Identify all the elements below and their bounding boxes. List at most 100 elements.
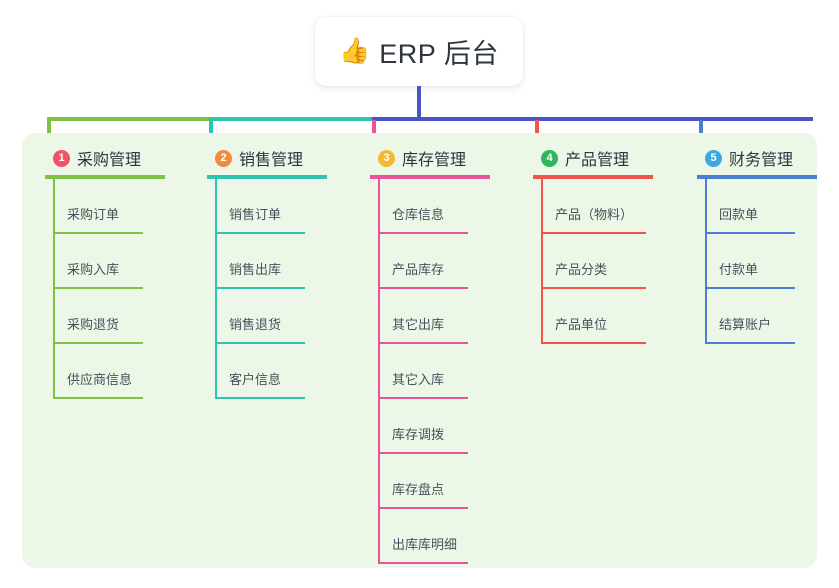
connector-segment-1 (47, 117, 209, 121)
connector-segment-3 (372, 117, 813, 121)
branch-item-label: 采购入库 (67, 262, 120, 277)
branch-items-5: 回款单付款单结算账户 (697, 179, 817, 344)
branch-items-3: 仓库信息产品库存其它出库其它入库库存调拨库存盘点出库库明细 (370, 179, 490, 564)
branch-item-underline (53, 397, 143, 399)
branch-item-underline (53, 232, 143, 234)
branch-header-underline (45, 175, 165, 179)
branch-item-underline (541, 287, 646, 289)
branch-item-label: 产品（物料） (555, 207, 634, 222)
root-node[interactable]: 👍 ERP 后台 (315, 17, 523, 86)
branch-item-underline (53, 342, 143, 344)
branch-item-label: 供应商信息 (67, 372, 133, 387)
branch-item-underline (378, 507, 468, 509)
branch-item-underline (53, 287, 143, 289)
branch-item[interactable]: 客户信息 (207, 344, 327, 399)
branch-item-label: 仓库信息 (392, 207, 445, 222)
branch-item[interactable]: 采购订单 (45, 179, 165, 234)
branch-item-label: 库存盘点 (392, 482, 445, 497)
branch-item[interactable]: 其它出库 (370, 289, 490, 344)
branch-title: 销售管理 (239, 152, 304, 169)
branch-item[interactable]: 采购入库 (45, 234, 165, 289)
branch-number-badge: 3 (378, 149, 395, 167)
branch-item-underline (215, 342, 305, 344)
branch-item-label: 采购退货 (67, 317, 120, 332)
branch-item[interactable]: 结算账户 (697, 289, 817, 344)
branch-item-label: 采购订单 (67, 207, 120, 222)
branch-item[interactable]: 付款单 (697, 234, 817, 289)
branch-item[interactable]: 库存调拨 (370, 399, 490, 454)
branch-items-4: 产品（物料） 产品分类产品单位 (533, 179, 653, 344)
branch-header-3[interactable]: 3 库存管理 (370, 147, 490, 169)
branch-item-label: 其它入库 (392, 372, 445, 387)
branch-header-underline (207, 175, 327, 179)
branch-item[interactable]: 供应商信息 (45, 344, 165, 399)
branch-trunk (541, 179, 543, 344)
branch-item-label: 销售订单 (229, 207, 282, 222)
thumbs-up-icon: 👍 (339, 37, 371, 65)
branch-item-label: 产品单位 (555, 317, 608, 332)
branch-header-1[interactable]: 1 采购管理 (45, 147, 165, 169)
branch-item[interactable]: 出库库明细 (370, 509, 490, 564)
branch-item-underline (541, 232, 646, 234)
branch-header-underline (370, 175, 490, 179)
branch-trunk (215, 179, 217, 399)
branch-header-2[interactable]: 2 销售管理 (207, 147, 327, 169)
branch-item-underline (378, 452, 468, 454)
branch-item[interactable]: 采购退货 (45, 289, 165, 344)
branch-column-5: 5 财务管理回款单付款单结算账户 (697, 147, 817, 344)
branch-item-underline (541, 342, 646, 344)
branch-item-underline (378, 342, 468, 344)
branch-item-underline (378, 397, 468, 399)
branch-item-label: 客户信息 (229, 372, 282, 387)
branch-item-label: 产品分类 (555, 262, 608, 277)
branch-item[interactable]: 其它入库 (370, 344, 490, 399)
branch-item-underline (705, 232, 795, 234)
branch-header-5[interactable]: 5 财务管理 (697, 147, 817, 169)
branch-item[interactable]: 产品库存 (370, 234, 490, 289)
branch-header-underline (533, 175, 653, 179)
branch-number-badge: 2 (215, 149, 232, 167)
branch-item-underline (378, 287, 468, 289)
branch-item[interactable]: 销售退货 (207, 289, 327, 344)
branch-item[interactable]: 销售出库 (207, 234, 327, 289)
branch-header-underline (697, 175, 817, 179)
branch-item[interactable]: 仓库信息 (370, 179, 490, 234)
root-node-content: 👍 ERP 后台 (339, 32, 499, 71)
branch-item[interactable]: 产品单位 (533, 289, 653, 344)
branch-item-underline (215, 232, 305, 234)
root-title: ERP 后台 (379, 39, 499, 69)
branch-item-label: 回款单 (719, 207, 759, 222)
branch-title: 产品管理 (565, 152, 630, 169)
branch-item-label: 付款单 (719, 262, 759, 277)
branch-number-badge: 5 (705, 149, 722, 167)
connector-segment-2 (209, 117, 372, 121)
branch-item[interactable]: 销售订单 (207, 179, 327, 234)
branch-item-label: 结算账户 (719, 317, 772, 332)
branch-item[interactable]: 库存盘点 (370, 454, 490, 509)
branch-column-2: 2 销售管理销售订单销售出库销售退货客户信息 (207, 147, 327, 399)
branch-item-underline (705, 342, 795, 344)
branch-item-label: 其它出库 (392, 317, 445, 332)
branch-item-underline (215, 287, 305, 289)
branch-item-underline (378, 562, 468, 564)
branch-trunk (378, 179, 380, 564)
branch-title: 库存管理 (402, 152, 467, 169)
branch-item-label: 库存调拨 (392, 427, 445, 442)
branch-item-underline (378, 232, 468, 234)
branches-panel (22, 133, 817, 568)
branch-number-badge: 1 (53, 149, 70, 167)
branch-item[interactable]: 回款单 (697, 179, 817, 234)
branch-item[interactable]: 产品分类 (533, 234, 653, 289)
branch-title: 财务管理 (729, 152, 794, 169)
branch-trunk (705, 179, 707, 344)
branch-column-3: 3 库存管理仓库信息产品库存其它出库其它入库库存调拨库存盘点出库库明细 (370, 147, 490, 564)
branch-items-1: 采购订单采购入库采购退货供应商信息 (45, 179, 165, 399)
branch-item[interactable]: 产品（物料） (533, 179, 653, 234)
branch-title: 采购管理 (77, 152, 142, 169)
branch-item-underline (705, 287, 795, 289)
branch-trunk (53, 179, 55, 399)
branch-column-1: 1 采购管理采购订单采购入库采购退货供应商信息 (45, 147, 165, 399)
